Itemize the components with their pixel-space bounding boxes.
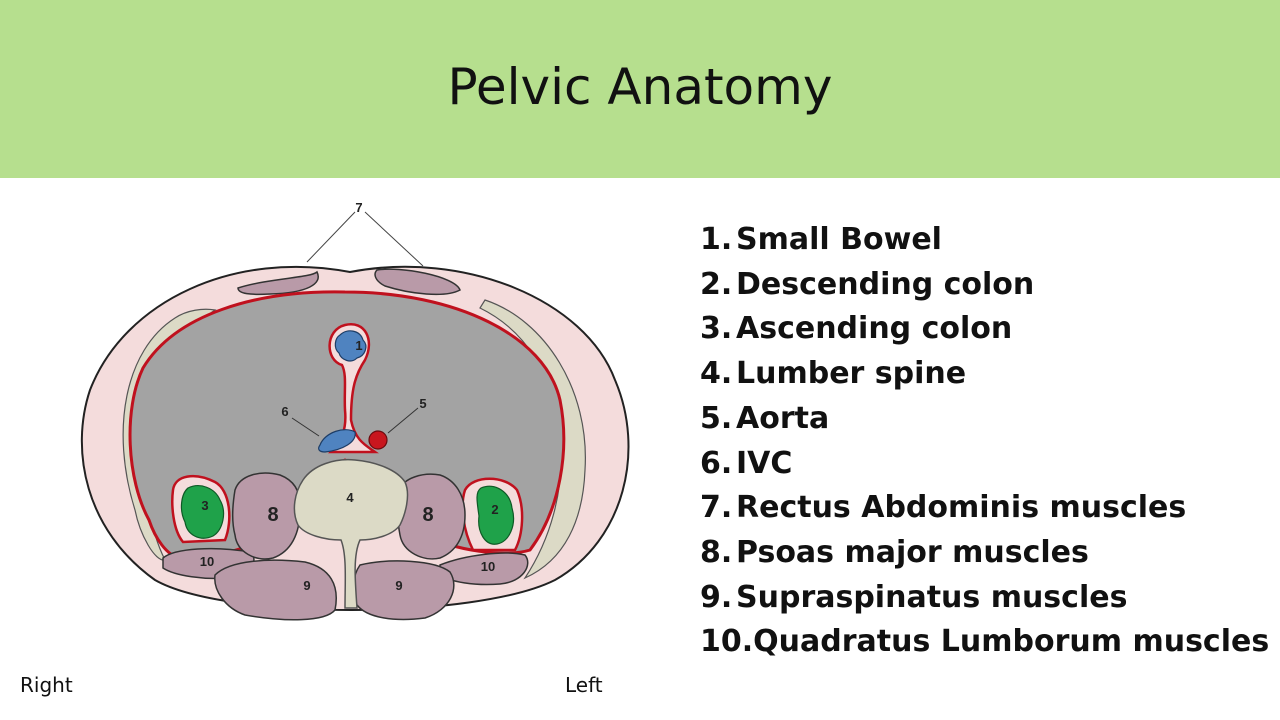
label-psoas-right: 8 (267, 504, 278, 526)
rectus-muscle-left (374, 268, 461, 296)
orientation-left-label: Left (565, 673, 603, 697)
descending-colon (476, 485, 515, 545)
label-quadratus-right: 10 (200, 554, 214, 569)
legend-item: 6.IVC (700, 445, 793, 481)
psoas-muscle-right (231, 472, 301, 560)
label-supraspinatus-right: 9 (303, 578, 310, 593)
legend-item: 2.Descending colon (700, 266, 1035, 302)
legend-item: 8.Psoas major muscles (700, 534, 1089, 570)
label-aorta: 5 (419, 396, 426, 411)
psoas-muscle-left (397, 473, 466, 560)
aorta (368, 430, 388, 450)
label-quadratus-left: 10 (481, 559, 495, 574)
legend-item: 4.Lumber spine (700, 356, 967, 392)
label-ivc: 6 (281, 404, 288, 419)
small-bowel (334, 330, 367, 362)
pelvic-cross-section-diagram: 1 6 5 7 3 2 10 10 9 9 8 8 4 (80, 200, 630, 621)
legend-item: 10.Quadratus Lumborum muscles (700, 624, 1270, 660)
label-ascending-colon: 3 (201, 498, 208, 513)
title-banner (0, 0, 1280, 178)
legend-item: 5.Aorta (700, 400, 830, 436)
orientation-right-label: Right (20, 673, 73, 697)
supraspinatus-muscle-right (214, 559, 337, 621)
legend-item: 9.Supraspinatus muscles (700, 579, 1128, 615)
legend-item: 1.Small Bowel (700, 222, 942, 257)
label-lumbar-spine: 4 (346, 490, 354, 505)
label-descending-colon: 2 (491, 502, 498, 517)
quadratus-muscle-left (439, 552, 529, 586)
ivc (318, 429, 356, 453)
supraspinatus-muscle-left (352, 560, 455, 621)
label-rectus: 7 (355, 200, 362, 215)
ascending-colon (180, 485, 225, 539)
lumbar-spine (293, 458, 409, 609)
label-psoas-left: 8 (422, 504, 433, 526)
rectus-muscle-right (237, 270, 319, 296)
legend-item: 7.Rectus Abdominis muscles (700, 490, 1187, 526)
legend-item: 3.Ascending colon (700, 311, 1013, 347)
label-small-bowel: 1 (355, 338, 362, 353)
page-title: Pelvic Anatomy (447, 58, 833, 116)
legend-list: 1.Small Bowel 2.Descending colon 3.Ascen… (700, 218, 1269, 665)
label-supraspinatus-left: 9 (395, 578, 402, 593)
